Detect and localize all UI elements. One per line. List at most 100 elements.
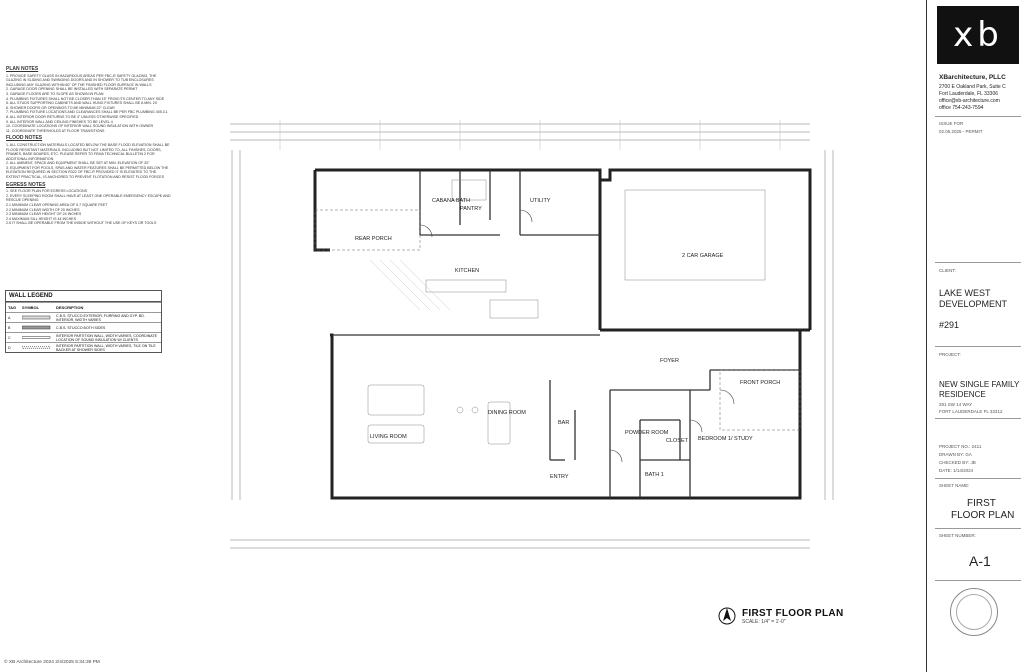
- sheet-name-2: FLOOR PLAN: [951, 510, 1015, 521]
- egress-note-item: 2.5 IT SHALL BE OPERABLE FROM THE INSIDE…: [6, 221, 157, 226]
- grid-markers: [279, 120, 781, 150]
- flood-note-item: FRAMES, BASE BOARDS, ETC. PLEASE REFER T…: [6, 152, 155, 157]
- egress-note-item: 2. EVERY SLEEPING ROOM SHALL HAVE AT LEA…: [6, 193, 171, 198]
- plan-note-item: 10. COORDINATE LOCATIONS OF INTERIOR WAL…: [6, 124, 154, 129]
- flood-notes-list: 1. ALL CONSTRUCTION MATERIALS LOCATED BE…: [6, 143, 216, 180]
- firm-phone: office 754-243-7594: [939, 105, 984, 111]
- plan-note-item: 3. GARAGE FLOORS ARE TO SLOPE AS SHOWN I…: [6, 91, 104, 96]
- drawn-by: DRAWN BY: GA: [939, 452, 972, 457]
- divider: [935, 346, 1021, 347]
- firm-name: XBarchitecture, PLLC: [939, 74, 1006, 81]
- hatch: [369, 259, 451, 311]
- plan-note-item: 9. ALL INTERIOR WALL AND CEILING FINISHE…: [6, 119, 113, 124]
- legend-tag: C: [8, 335, 11, 340]
- plan-note-item: GLAZING IN SLIDING AND SWINGING DOORS AN…: [6, 78, 154, 83]
- firm-address-1: 2700 E Oakland Park, Suite C: [939, 84, 1006, 90]
- client-number: #291: [939, 320, 960, 330]
- egress-notes-title: EGRESS NOTES: [6, 181, 46, 188]
- legend-row: C INTERIOR PARTITION WALL, WIDTH VARIES,…: [6, 332, 161, 342]
- project-number: PROJECT NO.: 2411: [939, 444, 982, 449]
- divider: [935, 478, 1021, 479]
- north-arrow-icon: [718, 607, 736, 625]
- wall-legend-header: TAG SYMBOL DESCRIPTION: [6, 302, 161, 312]
- plan-note-item: INCLUDING ANY GLAZING WITHIN 60" OF THE …: [6, 82, 152, 87]
- room-label-dining-room: DINING ROOM: [488, 410, 526, 416]
- egress-note-item: RESCUE OPENING: [6, 198, 39, 203]
- flood-note-item: ELEVATION REQUIRED IN SECTION R322 OF FB…: [6, 170, 157, 175]
- notes-column: PLAN NOTES 1. PROVIDE SAFETY GLASS IN HA…: [6, 64, 216, 226]
- plan-title: FIRST FLOOR PLAN: [742, 608, 844, 619]
- flood-note-item: 3. EQUIPMENT FOR POOLS, SPAS AND WATER F…: [6, 165, 169, 170]
- project-label: PROJECT:: [939, 352, 961, 357]
- legend-desc: INTERIOR PARTITION WALL, WIDTH VARIES, T…: [56, 343, 156, 352]
- plan-note-item: 1. PROVIDE SAFETY GLASS IN HAZARDOUS ARE…: [6, 73, 157, 78]
- plan-scale: SCALE: 1/4" = 1'-0": [742, 619, 786, 625]
- egress-note-item: 2.4 MAXIMUM SILL HEIGHT IS 44 INCHES: [6, 216, 77, 221]
- flood-note-item: 1. ALL CONSTRUCTION MATERIALS LOCATED BE…: [6, 142, 170, 147]
- room-label-bar: BAR: [558, 420, 569, 426]
- client-name-1: LAKE WEST: [939, 288, 991, 298]
- porch-outlines: [314, 209, 801, 431]
- legend-symbol: [21, 325, 56, 331]
- room-label-closet: CLOSET: [666, 438, 689, 444]
- drawing-date: DATE: 1/14/2024: [939, 468, 974, 473]
- firm-logo: xb: [937, 6, 1019, 64]
- room-labels: CABANA BATH PANTRY UTILITY REAR PORCH KI…: [355, 198, 780, 480]
- room-label-kitchen: KITCHEN: [455, 268, 479, 274]
- egress-note-item: 1. SEE FLOOR PLAN FOR EGRESS LOCATIONS: [6, 189, 88, 194]
- plan-note-item: 5. ALL STUDS SUPPORTING CABINETS AND WAL…: [6, 101, 158, 106]
- legend-symbol: [21, 315, 56, 321]
- room-label-foyer: FOYER: [660, 358, 679, 364]
- egress-note-item: 2.3 MINIMUM CLEAR HEIGHT OF 24 INCHES: [6, 212, 82, 217]
- plan-note-item: 7. PLUMBING FIXTURE LOCATIONS AND CLEARA…: [6, 110, 168, 115]
- room-label-bedroom: BEDROOM 1/ STUDY: [698, 436, 753, 442]
- project-line-2: RESIDENCE: [939, 390, 986, 399]
- room-label-cabana-bath: CABANA BATH: [432, 198, 470, 204]
- room-label-garage: 2 CAR GARAGE: [682, 253, 724, 259]
- sheet-number-label: SHEET NUMBER:: [939, 533, 976, 538]
- plan-note-item: 8. ALL INTERIOR DOOR RETURNS TO BE 4" UN…: [6, 114, 139, 119]
- legend-desc: C.B.S. STUCCO BOTH SIDES: [56, 325, 106, 330]
- divider: [935, 116, 1021, 117]
- legend-col-description: DESCRIPTION: [56, 305, 84, 310]
- furniture: [367, 179, 766, 445]
- divider: [935, 262, 1021, 263]
- legend-desc: INTERIOR PARTITION WALL, WIDTH VARIES, C…: [56, 333, 158, 342]
- plan-notes-list: 1. PROVIDE SAFETY GLASS IN HAZARDOUS ARE…: [6, 74, 216, 134]
- room-label-bath-1: BATH 1: [645, 472, 664, 478]
- room-label-pantry: PANTRY: [460, 206, 482, 212]
- room-label-utility: UTILITY: [530, 198, 551, 204]
- flood-note-item: EXTENT PRACTICAL, IS ANCHORED TO PREVENT…: [6, 175, 165, 180]
- wall-legend: WALL LEGEND TAG SYMBOL DESCRIPTION A C.B…: [5, 290, 162, 353]
- client-name-2: DEVELOPMENT: [939, 299, 1008, 309]
- flood-notes-title: FLOOD NOTES: [6, 135, 43, 142]
- door-swings: [419, 209, 735, 463]
- floor-plan-drawing: CABANA BATH PANTRY UTILITY REAR PORCH KI…: [220, 120, 920, 600]
- room-label-living-room: LIVING ROOM: [370, 434, 407, 440]
- room-label-front-porch: FRONT PORCH: [740, 380, 780, 386]
- divider: [935, 580, 1021, 581]
- plan-note-item: 2. GARAGE DOOR OPENING SHALL BE INSTALLE…: [6, 87, 138, 92]
- legend-row: A C.B.S. STUCCO EXTERIOR, FURRING AND GY…: [6, 312, 161, 322]
- legend-row: D INTERIOR PARTITION WALL, WIDTH VARIES,…: [6, 342, 161, 352]
- wall-legend-title: WALL LEGEND: [6, 291, 161, 302]
- issue-label: ISSUE FOR: [939, 121, 964, 126]
- project-line-1: NEW SINGLE FAMILY: [939, 380, 1020, 389]
- sheet-name-label: SHEET NAME:: [939, 483, 970, 488]
- legend-tag: D: [8, 345, 11, 350]
- interior-walls: [332, 170, 800, 498]
- legend-col-symbol: SYMBOL: [22, 305, 40, 310]
- issue-value: 02.05.2025 - PERMIT: [939, 129, 983, 134]
- flood-note-item: FLOOD RESISTANT MATERIALS, INCLUDING BUT…: [6, 147, 162, 152]
- legend-row: B C.B.S. STUCCO BOTH SIDES: [6, 322, 161, 332]
- footer-copyright: © XB Architecture 2024 2/4/2025 5:34:39 …: [4, 660, 100, 665]
- firm-email[interactable]: office@xb-architecture.com: [939, 98, 1000, 104]
- plan-notes-title: PLAN NOTES: [6, 66, 39, 72]
- dimension-lines: [230, 123, 834, 549]
- egress-note-item: 2.2 MINIMUM CLEAR WIDTH OF 20 INCHES: [6, 207, 80, 212]
- legend-tag: B: [8, 325, 11, 330]
- sheet-number: A-1: [969, 553, 991, 569]
- floor-plan-svg: CABANA BATH PANTRY UTILITY REAR PORCH KI…: [230, 120, 834, 549]
- egress-note-item: 2.1 MINIMUM CLEAR OPENING AREA OF 5.7 SQ…: [6, 203, 108, 208]
